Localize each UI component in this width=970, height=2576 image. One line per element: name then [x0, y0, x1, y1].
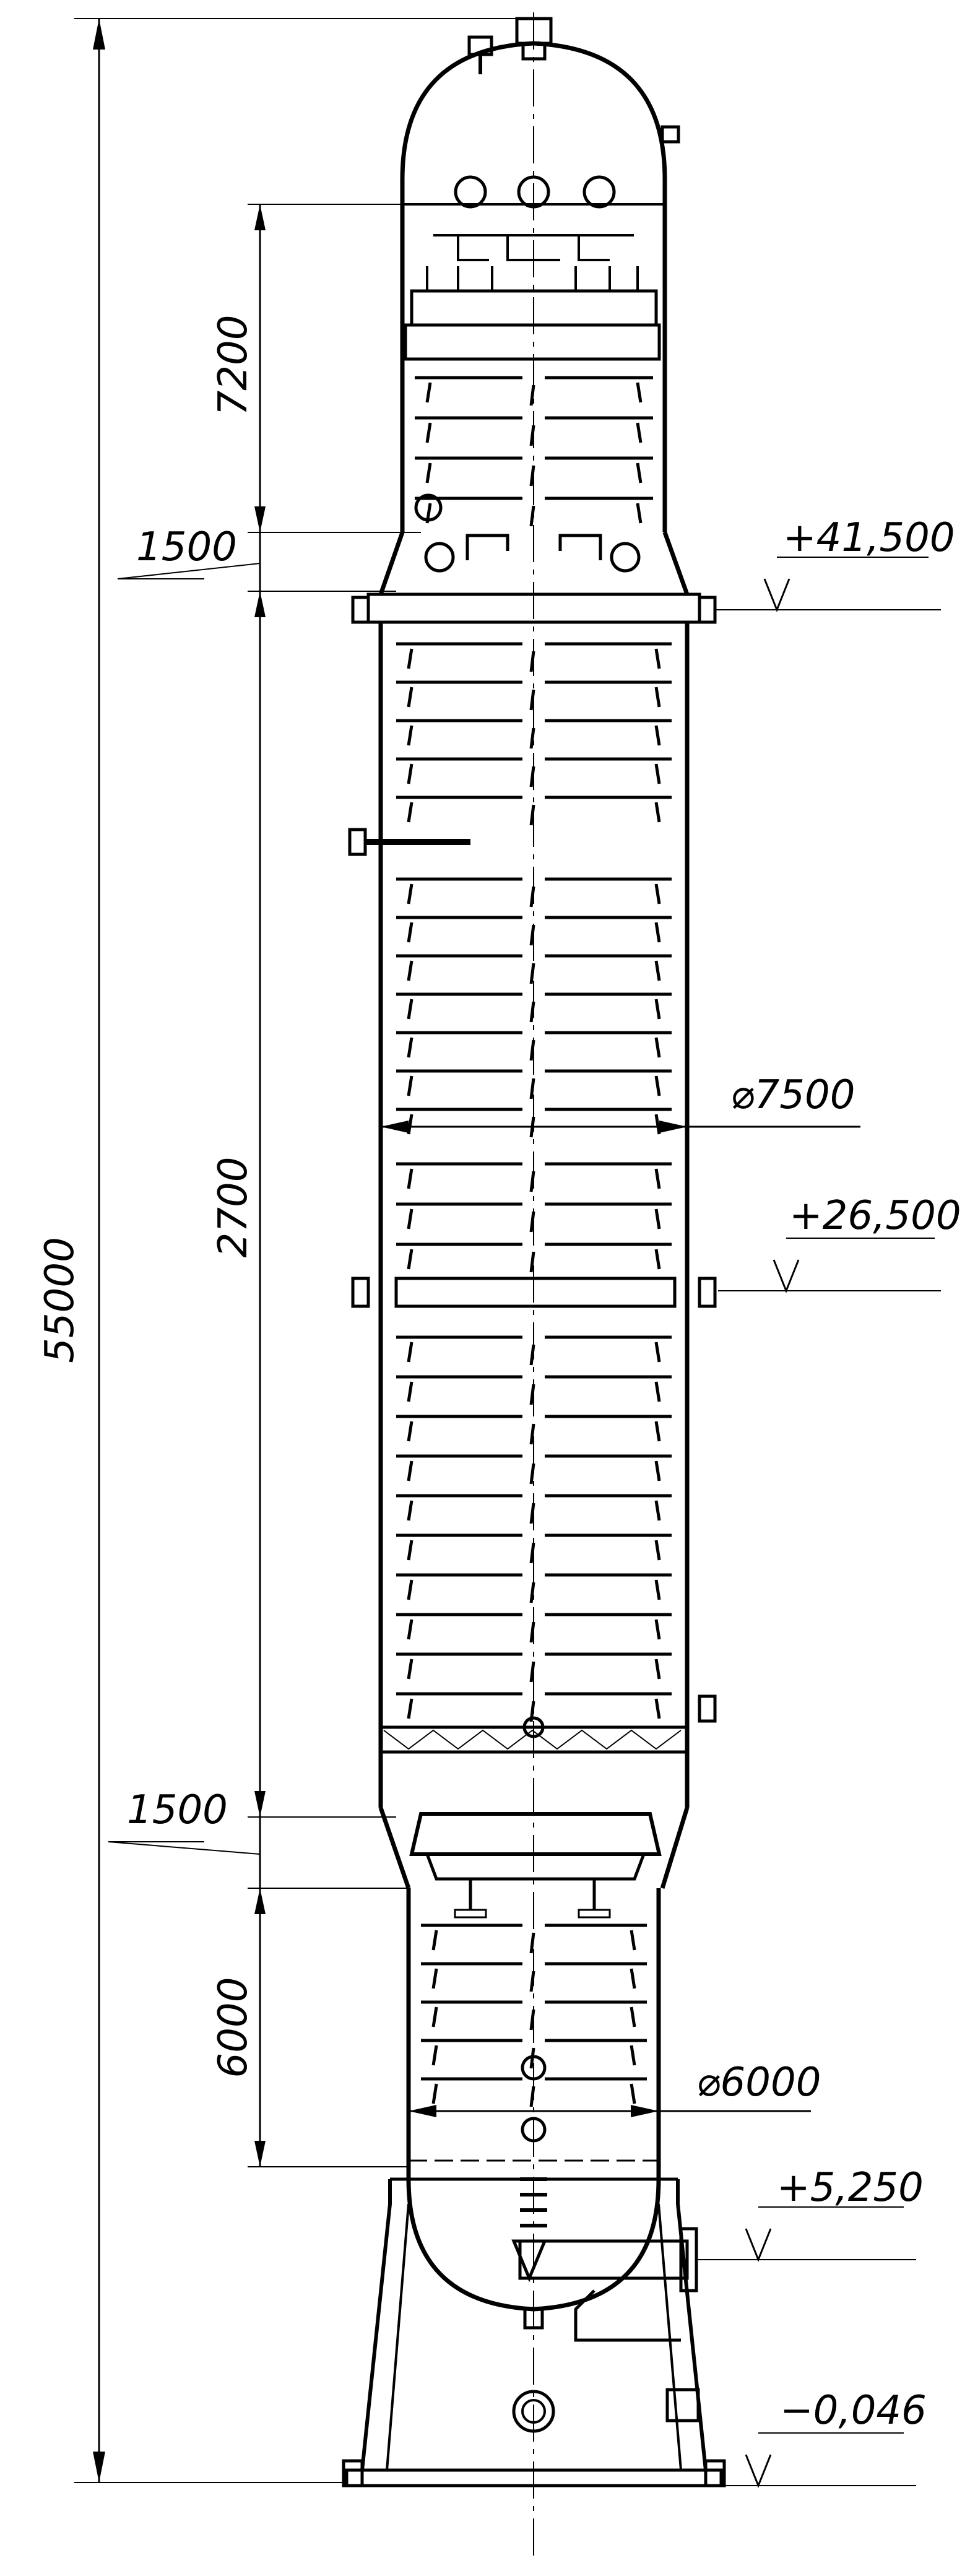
tray — [396, 680, 672, 711]
middle-flange — [394, 1277, 677, 1308]
tray — [415, 456, 653, 487]
tray — [396, 1613, 672, 1643]
tray — [396, 877, 672, 908]
tray — [396, 1573, 672, 1603]
tray — [396, 1108, 672, 1138]
tray — [396, 1375, 672, 1405]
tray — [421, 1923, 647, 1954]
lower-distributor — [409, 1812, 662, 1919]
tray — [396, 992, 672, 1023]
upper-diameter-label: ⌀7500 — [730, 1072, 855, 1118]
tray — [396, 1031, 672, 1061]
elevation-middle-label: +26,500 — [789, 1193, 961, 1239]
elevation-ground: −0,046 — [724, 2388, 927, 2489]
elevation-top-label: +41,500 — [783, 515, 955, 561]
lower-diameter-label: ⌀6000 — [696, 2060, 821, 2105]
tray — [396, 1162, 672, 1192]
bottom-section-height-label: 6000 — [210, 1977, 256, 2078]
flange-bolts — [348, 596, 717, 1723]
tray — [415, 416, 653, 446]
tray — [421, 2000, 647, 2031]
bottom-internals — [409, 1716, 698, 2330]
tray — [396, 1652, 672, 1683]
tray — [396, 916, 672, 946]
lower-transition-label: 1500 — [127, 1787, 228, 1833]
overall-height-label: 55000 — [37, 1237, 83, 1363]
elevation-ground-label: −0,046 — [780, 2388, 927, 2434]
tray — [396, 1202, 672, 1233]
top-internals — [402, 175, 665, 573]
tray — [396, 954, 672, 984]
tray — [396, 719, 672, 749]
tray — [396, 1242, 672, 1273]
elevation-middle: +26,500 — [718, 1193, 961, 1294]
tray — [396, 796, 672, 826]
top-section-height-label: 7200 — [210, 315, 256, 416]
tray-stack — [396, 376, 672, 2107]
tray — [396, 1533, 672, 1564]
tray — [396, 642, 672, 672]
section-dimensions: 7200 2700 6000 1500 1500 — [108, 204, 433, 2167]
tray — [421, 1962, 647, 1992]
tray — [396, 757, 672, 787]
lower-diameter-dimension: ⌀6000 — [409, 2060, 821, 2117]
upper-diameter-dimension: ⌀7500 — [381, 1072, 860, 1133]
tray — [396, 1494, 672, 1524]
upper-transition-label: 1500 — [136, 524, 237, 570]
support-skirt — [342, 2177, 726, 2487]
tray — [396, 1335, 672, 1366]
middle-section-height-label: 2700 — [210, 1157, 256, 1258]
tray — [396, 1415, 672, 1445]
tray — [421, 2077, 647, 2107]
tray — [421, 2039, 647, 2069]
tray — [415, 497, 653, 527]
tray — [396, 1692, 672, 1722]
tray — [396, 1454, 672, 1485]
overall-height-dimension: 55000 — [37, 18, 545, 2483]
elevation-top: +41,500 — [715, 515, 955, 613]
tray — [396, 1069, 672, 1099]
elevation-bottom-label: +5,250 — [777, 2165, 924, 2211]
tray — [415, 376, 653, 406]
top-nozzles — [467, 17, 680, 144]
elevation-bottom: +5,250 — [696, 2165, 924, 2263]
packing-layer — [379, 1725, 689, 1754]
